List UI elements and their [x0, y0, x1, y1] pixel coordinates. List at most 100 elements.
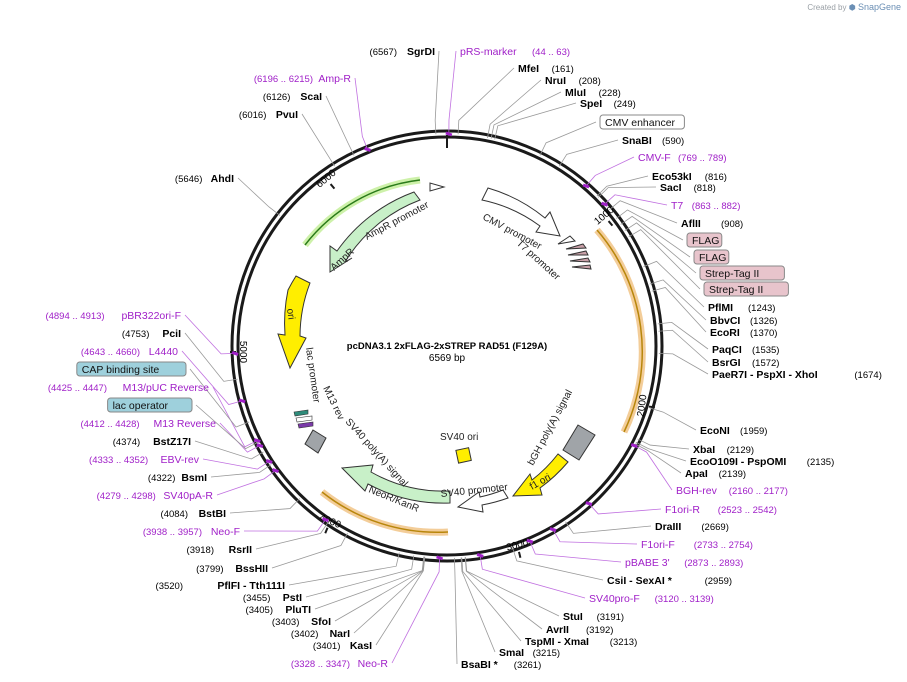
annotation-label[interactable]: CAP binding site [76, 361, 187, 377]
label-name: PaqCI [712, 344, 742, 356]
enzyme-label[interactable]: StuI(3191) [563, 611, 624, 623]
enzyme-label[interactable]: XbaI(2129) [693, 444, 754, 456]
annotation-label[interactable]: Strep-Tag II [699, 265, 785, 281]
label-name: PflMI [708, 302, 733, 314]
enzyme-label[interactable]: SfoI(3403) [272, 616, 331, 628]
primer-label[interactable]: pBABE 3'(2873 .. 2893) [625, 557, 743, 569]
enzyme-label[interactable]: BssHII(3799) [196, 563, 268, 575]
primer-label[interactable]: F1ori-R(2523 .. 2542) [665, 504, 777, 516]
annotation-label[interactable]: Strep-Tag II [703, 281, 789, 297]
primer-label[interactable]: F1ori-F(2733 .. 2754) [641, 539, 753, 551]
label-pos: (4279 .. 4298) [97, 491, 156, 502]
primer-label[interactable]: CMV-F(769 .. 789) [638, 152, 727, 164]
enzyme-label[interactable]: PvuI(6016) [239, 109, 298, 121]
enzyme-label[interactable]: AflII(908) [681, 218, 743, 230]
label-pos: (3402) [291, 629, 318, 640]
label-name: L4440 [149, 346, 178, 358]
enzyme-label[interactable]: BsrGI(1572) [712, 357, 779, 369]
enzyme-label[interactable]: PluTI(3405) [246, 604, 312, 616]
lac-operator-mark [293, 409, 309, 417]
leader-line [434, 50, 440, 135]
label-name: SV40pro-F [589, 593, 640, 605]
label-name: Strep-Tag II [709, 284, 763, 296]
enzyme-label[interactable]: ScaI(6126) [263, 91, 322, 103]
neor-orf-line [321, 491, 449, 534]
leader-line [635, 441, 687, 462]
primer-label[interactable]: Neo-R(3328 .. 3347) [291, 658, 389, 670]
primer-bind-mark [253, 438, 261, 444]
enzyme-label[interactable]: NarI(3402) [291, 628, 350, 640]
label-pos: (3938 .. 3957) [143, 527, 202, 538]
primer-label[interactable]: EBV-rev(4333 .. 4352) [89, 454, 200, 466]
label-name: AhdI [211, 173, 234, 185]
primer-label[interactable]: BGH-rev(2160 .. 2177) [676, 485, 788, 497]
label-name: BstZ17I [153, 436, 191, 448]
annotation-label[interactable]: lac operator [107, 397, 193, 413]
label-name: PstI [283, 592, 302, 604]
primer-label[interactable]: T7(863 .. 882) [671, 200, 740, 212]
enzyme-label[interactable]: BsaBI *(3261) [461, 659, 541, 671]
label-name: BssHII [235, 563, 268, 575]
annotation-label[interactable]: CMV enhancer [599, 114, 685, 130]
enzyme-label[interactable]: PflMI(1243) [708, 302, 775, 314]
enzyme-label[interactable]: BstBI(4084) [161, 508, 227, 520]
enzyme-label[interactable]: PflFI - Tth111I(3520) [156, 580, 286, 592]
enzyme-label[interactable]: EcoRI(1370) [710, 327, 777, 339]
primer-label[interactable]: M13/pUC Reverse(4425 .. 4447) [48, 382, 209, 394]
enzyme-label[interactable]: EcoNI(1959) [700, 425, 767, 437]
leader-line [624, 222, 697, 274]
primer-label[interactable]: M13 Reverse(4412 .. 4428) [80, 418, 216, 430]
enzyme-label[interactable]: PstI(3455) [243, 592, 302, 604]
annotation-label[interactable]: FLAG [693, 249, 730, 265]
enzyme-label[interactable]: SmaI(3215) [499, 647, 560, 659]
leader-line [604, 194, 668, 206]
enzyme-label[interactable]: MluI(228) [565, 87, 621, 99]
leader-line [212, 386, 258, 448]
enzyme-label[interactable]: SpeI(249) [580, 98, 636, 110]
primer-label[interactable]: Amp-R(6196 .. 6215) [254, 73, 352, 85]
enzyme-label[interactable]: AhdI(5646) [175, 173, 234, 185]
enzyme-label[interactable]: TspMI - XmaI(3213) [525, 636, 637, 648]
enzyme-label[interactable]: BsmI(4322) [148, 472, 207, 484]
enzyme-label[interactable]: RsrII(3918) [187, 544, 253, 556]
primer-label[interactable]: pRS-marker(44 .. 63) [460, 46, 570, 58]
enzyme-label[interactable]: NruI(208) [545, 75, 601, 87]
primer-label[interactable]: SV40pA-R(4279 .. 4298) [97, 490, 214, 502]
enzyme-label[interactable]: EcoO109I - PspOMI(2135) [690, 456, 834, 468]
enzyme-label[interactable]: MfeI(161) [518, 63, 574, 75]
label-name: PluTI [285, 604, 311, 616]
primer-label[interactable]: SV40pro-F(3120 .. 3139) [589, 593, 714, 605]
credit-brand: SnapGene [857, 2, 901, 12]
enzyme-label[interactable]: AvrII(3192) [546, 624, 613, 636]
enzyme-label[interactable]: PaeR7I - PspXI - XhoI(1674) [712, 369, 882, 381]
enzyme-label[interactable]: SgrDI(6567) [370, 46, 436, 58]
enzyme-label[interactable]: SnaBI(590) [622, 135, 684, 147]
leader-line [559, 139, 619, 167]
tick-label: 4000 [318, 512, 343, 531]
enzyme-label[interactable]: BbvCI(1326) [710, 315, 777, 327]
enzyme-label[interactable]: PaqCI(1535) [712, 344, 779, 356]
label-name: PciI [162, 328, 181, 340]
enzyme-label[interactable]: Eco53kI(816) [652, 171, 727, 183]
enzyme-label[interactable]: KasI(3401) [313, 640, 372, 652]
ampr-promoter-feature [429, 182, 446, 192]
primer-label[interactable]: pBR322ori-F(4894 .. 4913) [45, 310, 181, 322]
leader-line [219, 422, 261, 453]
enzyme-label[interactable]: SacI(818) [660, 182, 716, 194]
label-pos: (2523 .. 2542) [718, 505, 777, 516]
lac-promoter-label: lac promoter [303, 347, 322, 404]
primer-label[interactable]: L4440(4643 .. 4660) [81, 346, 178, 358]
label-name: CMV-F [638, 152, 671, 164]
enzyme-label[interactable]: CsiI - SexAI *(2959) [607, 575, 732, 587]
primer-label[interactable]: Neo-F(3938 .. 3957) [143, 526, 240, 538]
annotation-label[interactable]: FLAG [686, 232, 723, 248]
leader-line [529, 540, 622, 563]
enzyme-label[interactable]: BstZ17I(4374) [113, 436, 191, 448]
tick-mark [324, 527, 329, 534]
label-name: BsaBI * [461, 659, 499, 671]
label-name: NruI [545, 75, 566, 87]
enzyme-label[interactable]: ApaI(2139) [685, 468, 746, 480]
primer-bind-mark [549, 527, 557, 533]
enzyme-label[interactable]: PciI(4753) [122, 328, 181, 340]
enzyme-label[interactable]: DraIII(2669) [655, 521, 729, 533]
